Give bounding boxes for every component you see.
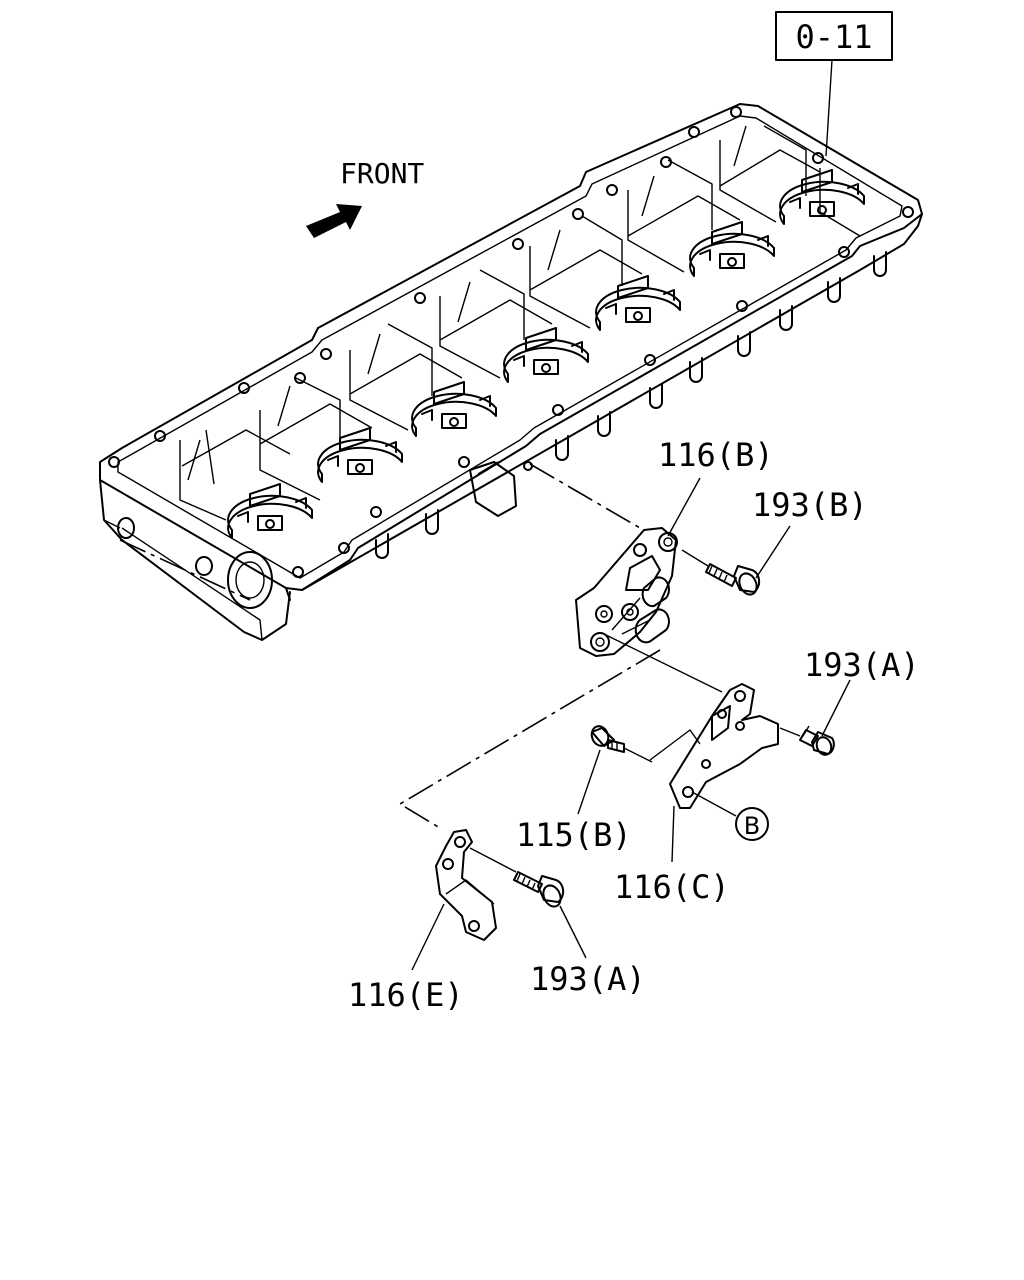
callout-193a-bottom[interactable]: 193(A) bbox=[530, 960, 646, 998]
circle-b-marker[interactable]: B bbox=[691, 791, 769, 841]
front-indicator: FRONT bbox=[306, 157, 424, 238]
front-label: FRONT bbox=[340, 157, 424, 190]
bearing-caps bbox=[227, 169, 865, 539]
circle-b-label: B bbox=[744, 812, 760, 840]
bracket-116c[interactable] bbox=[649, 683, 779, 809]
reference-box[interactable]: 0-11 bbox=[775, 11, 893, 157]
front-arrow-icon bbox=[306, 204, 362, 238]
callout-193b[interactable]: 193(B) bbox=[752, 486, 868, 524]
callout-116c[interactable]: 116(C) bbox=[614, 868, 730, 906]
bracket-116e[interactable] bbox=[435, 829, 497, 941]
bolt-193b[interactable] bbox=[681, 549, 761, 597]
bolt-193a-right[interactable] bbox=[779, 725, 835, 757]
callout-116b[interactable]: 116(B) bbox=[658, 436, 774, 474]
bolt-115b[interactable] bbox=[589, 724, 653, 763]
callout-193a-right[interactable]: 193(A) bbox=[804, 646, 920, 684]
reference-box-label: 0-11 bbox=[795, 18, 872, 56]
bracket-116b[interactable] bbox=[575, 527, 678, 657]
callout-115b[interactable]: 115(B) bbox=[516, 816, 632, 854]
bolt-193a-bottom[interactable] bbox=[469, 847, 565, 909]
cylinder-head-housing bbox=[99, 103, 923, 641]
callout-116e[interactable]: 116(E) bbox=[348, 976, 464, 1014]
